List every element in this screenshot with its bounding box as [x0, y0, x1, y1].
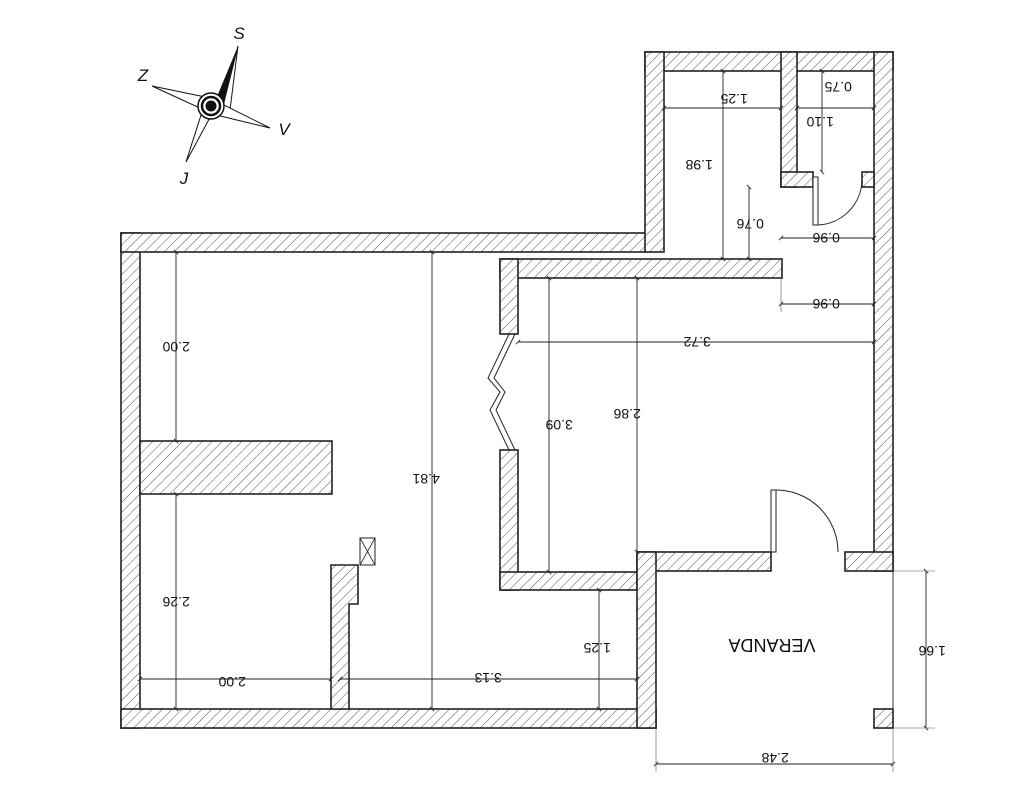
dim-label-0-76: 0.76: [736, 216, 763, 232]
dim-label-2-00-left: 2.00: [162, 339, 189, 355]
dim-label-1-25-vertical: 1.25: [583, 640, 610, 656]
compass-v-label: V: [278, 120, 291, 139]
entrance-door: [770, 489, 777, 553]
folding-door: [487, 333, 510, 451]
dim-label-0-96-lower: 0.96: [812, 296, 839, 312]
compass-j-label: J: [179, 169, 189, 188]
dim-label-1-66: 1.66: [918, 643, 945, 659]
dim-label-1-25-top: 1.25: [720, 91, 747, 107]
vent-square: [359, 537, 376, 566]
dim-label-2-86: 2.86: [613, 406, 640, 422]
dimension-labels: 1.25 0.75 1.10 1.98 0.76 0.96 0.96 3.72 …: [162, 79, 945, 766]
doors: [487, 176, 863, 553]
dim-label-1-98: 1.98: [685, 157, 712, 173]
room-label-veranda: VERANDA: [728, 635, 815, 655]
dim-label-2-26: 2.26: [162, 594, 189, 610]
dim-label-4-81: 4.81: [412, 471, 439, 487]
compass-rose: S Z V J: [137, 24, 292, 188]
dim-label-1-10: 1.10: [806, 114, 833, 130]
walls: [120, 51, 894, 729]
wc-door: [812, 176, 819, 226]
dim-label-0-75: 0.75: [824, 79, 851, 95]
dim-label-3-13: 3.13: [474, 670, 501, 686]
dim-label-0-96-upper: 0.96: [812, 230, 839, 246]
compass-z-label: Z: [137, 66, 149, 85]
dim-label-2-00-bottom: 2.00: [218, 674, 245, 690]
dim-label-3-09: 3.09: [545, 417, 572, 433]
dimension-lines: [137, 68, 935, 772]
dim-label-2-48: 2.48: [761, 750, 788, 766]
dim-label-3-72: 3.72: [683, 334, 710, 350]
compass-s-label: S: [233, 24, 245, 43]
